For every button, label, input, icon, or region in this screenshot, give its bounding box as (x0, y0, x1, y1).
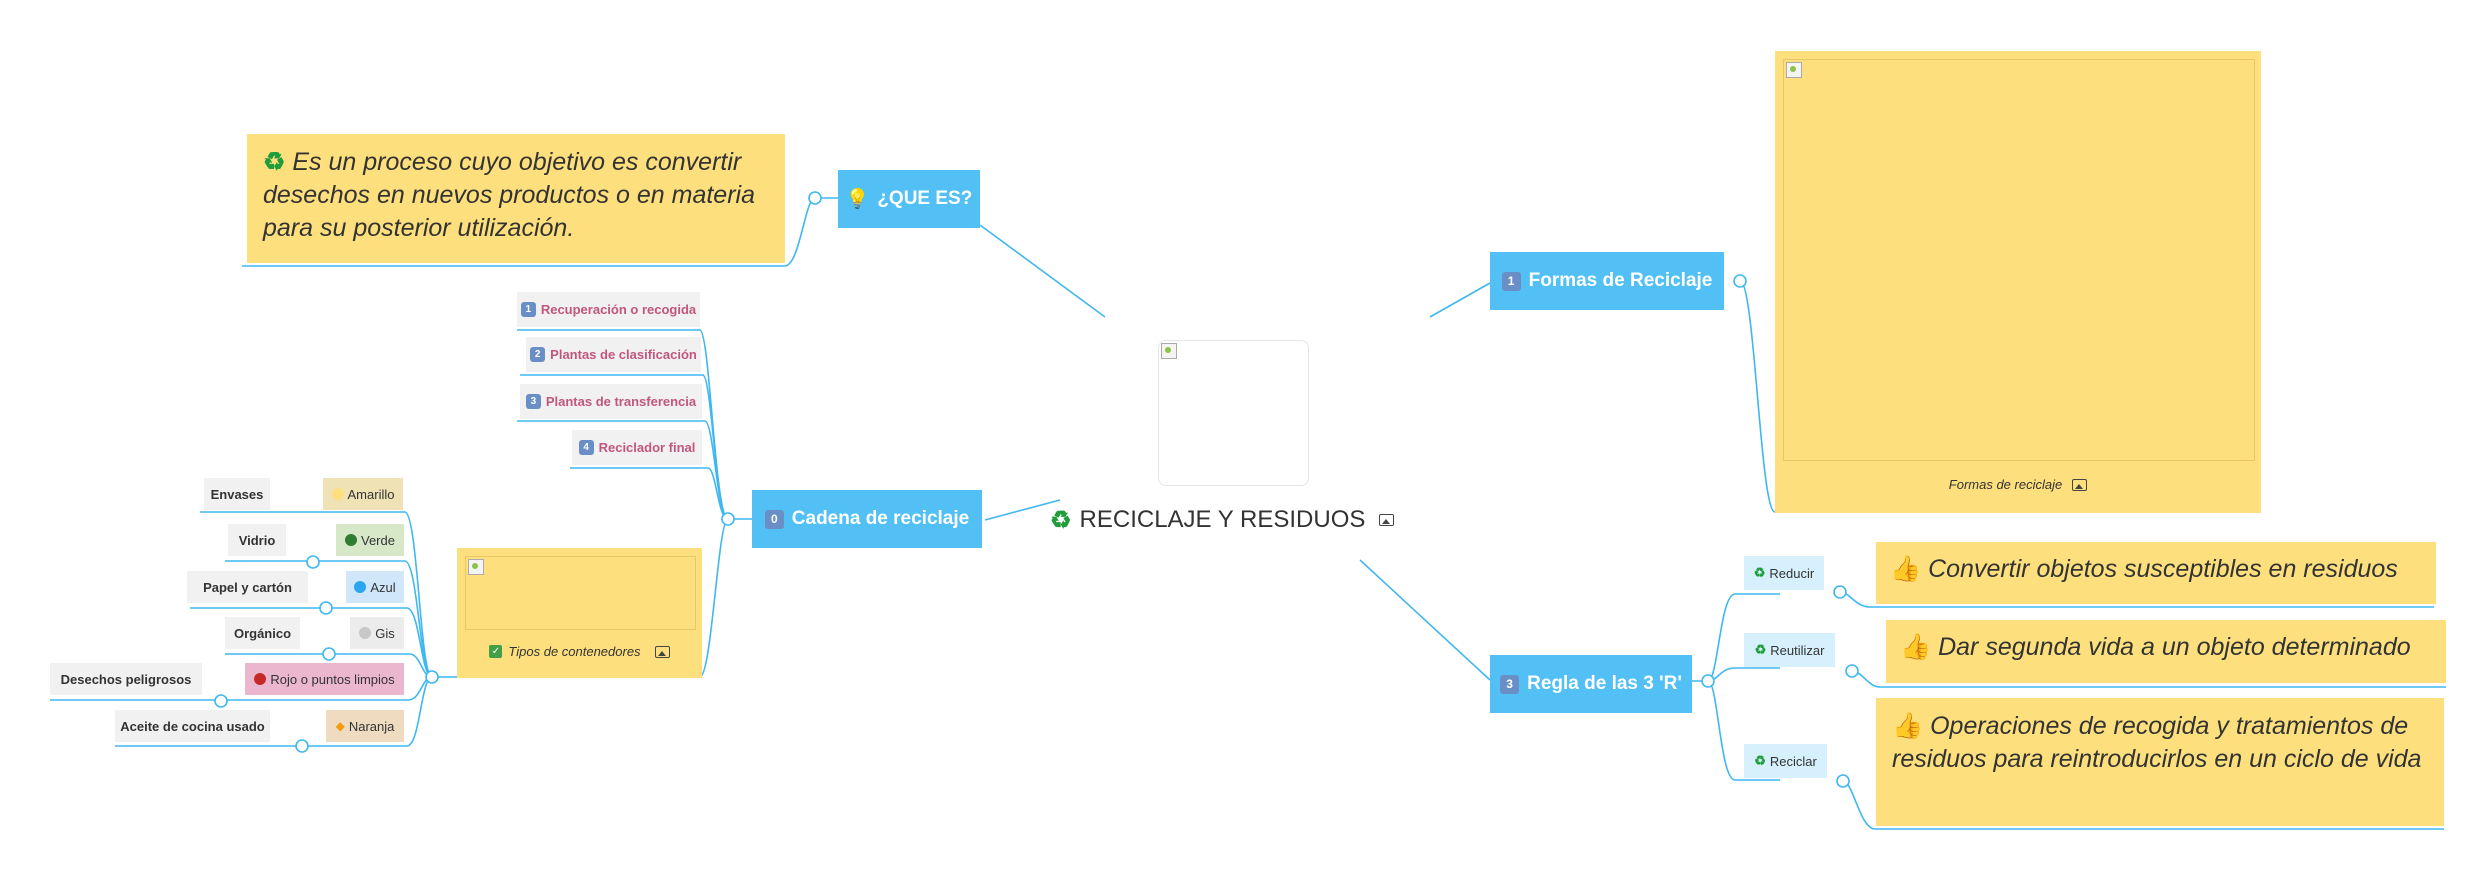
container-color-amarillo[interactable]: Amarillo (323, 478, 403, 510)
number-badge-icon: 4 (578, 440, 594, 455)
step-reciclador-final[interactable]: 4 Reciclador final (572, 430, 702, 465)
thumbs-up-icon: 👍 (1890, 555, 1922, 583)
recycle-icon: ♻ (1050, 506, 1072, 534)
container-color-rojo[interactable]: Rojo o puntos limpios (245, 663, 404, 695)
contenedores-caption: Tipos de contenedores (508, 644, 641, 659)
color-dot-icon (331, 488, 344, 500)
container-name-envases[interactable]: Envases (204, 478, 270, 510)
contenedores-image (465, 556, 696, 630)
image-attachment-icon[interactable] (654, 645, 670, 658)
recycle-icon: ♻ (1753, 565, 1766, 580)
image-attachment-icon[interactable] (2072, 478, 2088, 491)
topic-cadena-label: Cadena de reciclaje (791, 508, 970, 529)
number-badge-icon: 3 (525, 394, 541, 409)
broken-image-icon (1786, 62, 1802, 78)
color-dot-icon (354, 581, 367, 593)
number-badge-icon: 3 (1500, 674, 1520, 694)
topic-formas-reciclaje[interactable]: 1 Formas de Reciclaje (1490, 252, 1724, 310)
topic-formas-label: Formas de Reciclaje (1528, 270, 1713, 291)
step-recuperacion[interactable]: 1 Recuperación o recogida (517, 292, 700, 327)
recycle-icon: ♻ (263, 148, 286, 176)
container-name-aceite[interactable]: Aceite de cocina usado (115, 710, 270, 742)
topic-que-es[interactable]: 💡 ¿QUE ES? (838, 170, 980, 228)
number-badge-icon: 1 (1501, 271, 1521, 291)
container-name-organico[interactable]: Orgánico (225, 617, 300, 649)
r-item-reducir[interactable]: ♻ Reducir (1744, 556, 1824, 590)
container-name-papel-carton[interactable]: Papel y cartón (187, 571, 308, 603)
contenedores-card[interactable]: ✓ Tipos de contenedores (457, 548, 702, 678)
container-name-desechos-peligrosos[interactable]: Desechos peligrosos (50, 663, 202, 695)
r-item-reciclar[interactable]: ♻ Reciclar (1744, 744, 1827, 778)
number-badge-icon: 0 (764, 509, 784, 529)
formas-image-card[interactable]: Formas de reciclaje (1775, 51, 2261, 513)
topic-que-es-label: ¿QUE ES? (877, 188, 973, 209)
que-es-note-text: Es un proceso cuyo objetivo es convertir… (263, 148, 755, 242)
container-color-verde[interactable]: Verde (336, 524, 404, 556)
check-icon: ✓ (489, 645, 503, 658)
r-item-reutilizar[interactable]: ♻ Reutilizar (1744, 633, 1835, 667)
broken-image-icon (468, 559, 484, 575)
container-name-vidrio[interactable]: Vidrio (228, 524, 286, 556)
central-title: RECICLAJE Y RESIDUOS (1079, 506, 1366, 533)
broken-image-icon (1161, 343, 1177, 359)
container-color-azul[interactable]: Azul (346, 571, 404, 603)
step-clasificacion[interactable]: 2 Plantas de clasificación (526, 337, 701, 372)
topic-cadena-reciclaje[interactable]: 0 Cadena de reciclaje (752, 490, 982, 548)
image-attachment-icon[interactable] (1379, 514, 1395, 526)
formas-caption: Formas de reciclaje (1948, 477, 2063, 492)
color-dot-icon (254, 673, 267, 685)
note-reutilizar[interactable]: 👍 Dar segunda vida a un objeto determina… (1886, 620, 2446, 683)
central-image[interactable] (1158, 340, 1309, 486)
topic-regla-label: Regla de las 3 'R' (1527, 673, 1682, 694)
diamond-icon: ◆ (335, 719, 345, 733)
recycle-icon: ♻ (1754, 753, 1766, 768)
thumbs-up-icon: 👍 (1900, 633, 1932, 661)
color-dot-icon (345, 534, 357, 546)
number-badge-icon: 2 (530, 347, 546, 362)
container-color-naranja[interactable]: ◆ Naranja (326, 710, 404, 742)
note-reciclar[interactable]: 👍 Operaciones de recogida y tratamientos… (1876, 698, 2444, 826)
que-es-note[interactable]: ♻ Es un proceso cuyo objetivo es convert… (247, 134, 785, 263)
step-transferencia[interactable]: 3 Plantas de transferencia (520, 384, 702, 419)
central-topic[interactable]: ♻ RECICLAJE Y RESIDUOS (1050, 505, 1410, 535)
formas-image (1783, 59, 2255, 461)
lightbulb-icon: 💡 (845, 189, 870, 210)
container-color-gis[interactable]: Gis (350, 617, 404, 649)
note-reducir[interactable]: 👍 Convertir objetos susceptibles en resi… (1876, 542, 2436, 604)
thumbs-up-icon: 👍 (1892, 712, 1924, 740)
topic-regla-3r[interactable]: 3 Regla de las 3 'R' (1490, 655, 1692, 713)
color-dot-icon (359, 627, 372, 639)
number-badge-icon: 1 (520, 302, 536, 317)
recycle-icon: ♻ (1754, 642, 1767, 657)
